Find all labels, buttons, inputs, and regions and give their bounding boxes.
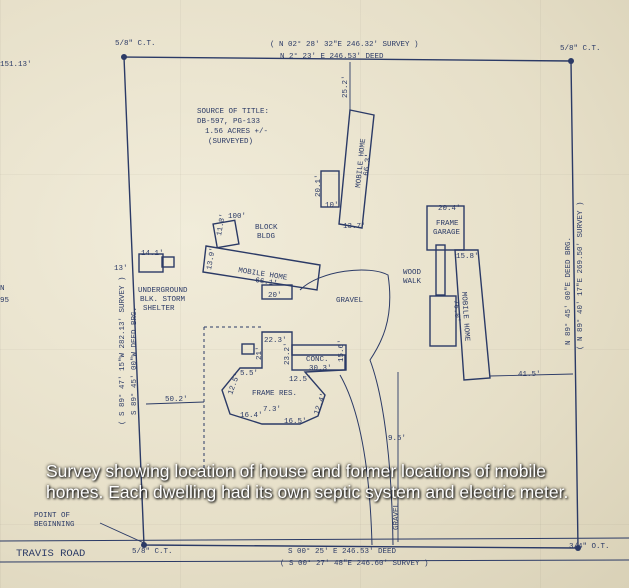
dim-21: 21' xyxy=(256,346,264,360)
dim-14-1: 14.1' xyxy=(141,250,164,258)
road-edge-lower xyxy=(0,559,629,563)
corner-nw: 5/8" C.T. xyxy=(115,40,156,48)
block-bldg xyxy=(212,219,240,249)
dim-41-5: 41.5' xyxy=(518,371,541,379)
mobile-home-top-len: 66.3' xyxy=(363,153,373,176)
source-title-1: SOURCE OF TITLE: xyxy=(197,108,269,116)
fence-line xyxy=(203,326,262,470)
corner-ne: 5/8" C.T. xyxy=(560,45,601,53)
frame-res-label: FRAME RES. xyxy=(252,390,297,398)
gravel-vert-label: GRAVEL xyxy=(393,502,401,530)
frame-garage-label-1: FRAME xyxy=(436,220,459,228)
dim-22-3: 22.3' xyxy=(264,337,287,345)
wood-walk-label-1: WOOD xyxy=(403,269,422,277)
mobile-home-right xyxy=(454,249,491,381)
dim-line-41 xyxy=(489,373,574,377)
road-edge xyxy=(0,537,629,542)
west-deed: S 89° 45' 00"W DEED BRG. xyxy=(130,307,139,415)
corner-markers xyxy=(121,54,581,551)
south-deed: S 00° 25' E 246.53' DEED xyxy=(288,547,397,556)
storm-shelter-entry xyxy=(161,256,175,268)
dim-20-4: 20.4' xyxy=(438,205,461,213)
dim-12-4: 12.4' xyxy=(313,392,328,416)
mobile-home-mid xyxy=(202,245,321,291)
left-n: N xyxy=(0,285,5,293)
block-bldg-label-2: BLDG xyxy=(257,233,276,241)
dim-23-2: 23.2' xyxy=(284,342,292,365)
dim-15-6: 15.6' xyxy=(338,339,346,362)
dim-line-50 xyxy=(145,401,205,405)
wood-walk-label-2: WALK xyxy=(403,278,422,286)
source-title-2: DB-597, PG-133 xyxy=(197,118,261,126)
dim-50-2: 50.2' xyxy=(165,396,188,404)
north-survey: ( N 02° 28' 32"E 246.32' SURVEY ) xyxy=(270,40,419,49)
mobile-home-right-label: MOBILE HOME xyxy=(459,292,470,342)
block-bldg-label-1: BLOCK xyxy=(255,224,278,232)
concrete-slab xyxy=(291,344,347,371)
shelter-label-1: UNDERGROUND xyxy=(138,287,188,295)
gravel-drive-inner xyxy=(339,374,373,546)
dim-10: 10' xyxy=(325,202,339,210)
dim-12-5: 12.5' xyxy=(289,376,312,384)
dim-25-2: 25.2' xyxy=(342,75,350,98)
dim-16-5: 16.5' xyxy=(284,418,307,426)
corner-sw: 5/8" C.T. xyxy=(132,548,173,556)
pob-label-2: BEGINNING xyxy=(34,521,75,529)
storm-shelter xyxy=(138,253,164,273)
source-title-3: 1.56 ACRES +/- xyxy=(205,128,268,136)
left-95: 95 xyxy=(0,297,10,305)
corner-se: 3/4" O.T. xyxy=(569,543,610,551)
dim-13: 13' xyxy=(114,265,128,273)
shelter-label-3: SHELTER xyxy=(143,305,175,313)
west-survey: ( S 89° 47' 15"W 282.13' SURVEY ) xyxy=(118,276,127,425)
right-porch xyxy=(429,295,457,347)
dim-line-pob xyxy=(99,522,145,544)
east-survey: ( N 89° 40' 17"E 269.50' SURVEY ) xyxy=(576,201,585,350)
mobile-home-right-len: 76.0' xyxy=(451,300,461,323)
mobile-home-mid-porch xyxy=(261,284,293,300)
dim-7-3: 7.3' xyxy=(263,406,281,414)
pob-label-1: POINT OF xyxy=(34,512,70,520)
gravel-drive xyxy=(299,269,394,546)
dim-13-9: 13.9' xyxy=(206,247,218,271)
travis-road-label: TRAVIS ROAD xyxy=(16,548,85,560)
dim-12-5b: 12.5' xyxy=(227,372,242,396)
mobile-home-mid-len: 66.1' xyxy=(255,277,278,288)
edge-151: 151.13' xyxy=(0,61,32,69)
frame-garage-label-2: GARAGE xyxy=(433,229,461,237)
north-deed: N 2° 23' E 246.53' DEED xyxy=(280,52,384,61)
dim-16-4: 16.4' xyxy=(240,412,263,420)
shelter-label-2: BLK. STORM xyxy=(140,296,186,304)
house-steps xyxy=(241,343,255,355)
mobile-home-top xyxy=(338,109,375,229)
dim-30-3: 30.3' xyxy=(309,365,332,373)
dim-100: 100' xyxy=(228,213,246,221)
photo-caption: Survey showing location of house and for… xyxy=(46,461,569,502)
dim-20: 20' xyxy=(268,292,282,300)
dim-20-1: 20.1' xyxy=(315,174,323,197)
mobile-home-top-porch xyxy=(320,170,340,208)
dim-15-8: 15.8' xyxy=(456,253,479,261)
dim-5-5: 5.5' xyxy=(240,370,258,378)
dim-9-5: 9.5' xyxy=(388,435,406,443)
conc-label: CONC. xyxy=(306,356,329,364)
gravel-label: GRAVEL xyxy=(336,297,364,305)
dim-11-8: 11.8' xyxy=(216,213,228,237)
source-title-4: (SURVEYED) xyxy=(208,138,253,146)
dim-13-7: 13.7' xyxy=(343,223,366,231)
frame-residence xyxy=(221,331,346,425)
south-survey: ( S 00° 27' 48"E 246.60' SURVEY ) xyxy=(280,559,429,568)
wood-walk xyxy=(435,244,446,296)
east-deed: N 89° 45' 00"E DEED BRG. xyxy=(564,237,573,345)
